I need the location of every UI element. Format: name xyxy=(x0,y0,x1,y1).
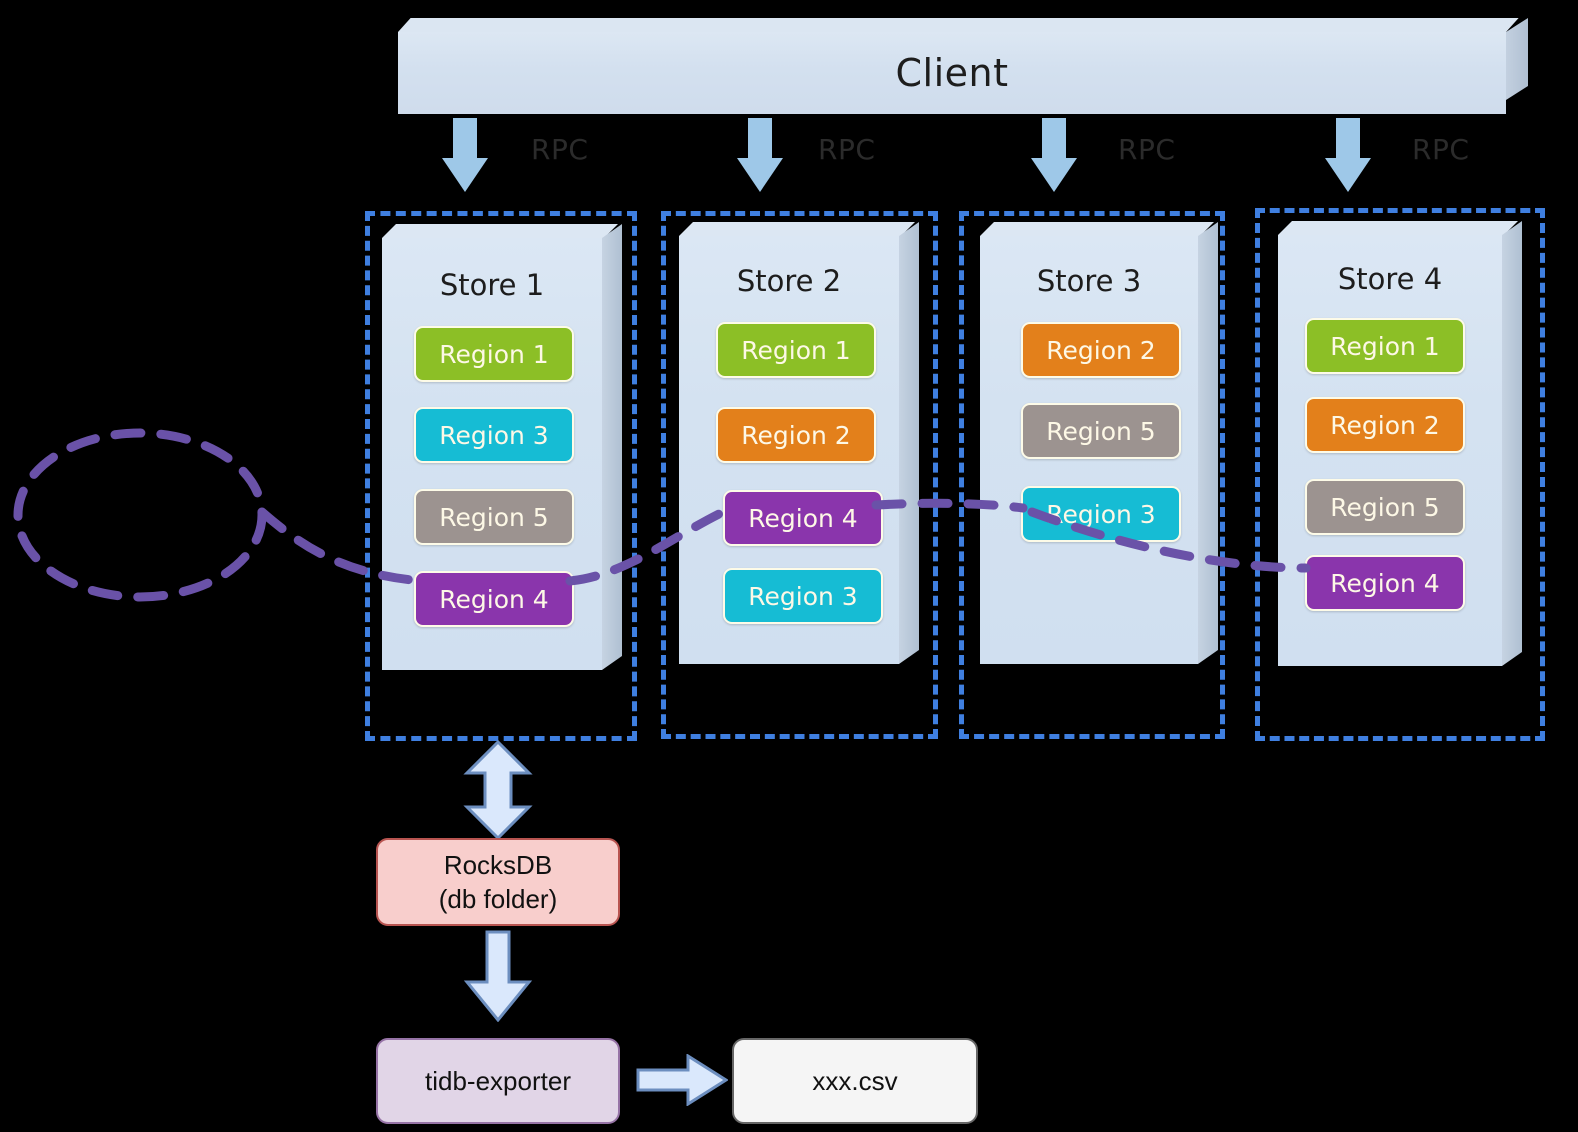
region-chip[interactable]: Region 1 xyxy=(1305,318,1465,374)
region-label: Region 3 xyxy=(1046,499,1156,529)
region-chip[interactable]: Region 2 xyxy=(1021,322,1181,378)
store-title-2: Store 2 xyxy=(736,264,842,298)
region-chip[interactable]: Region 3 xyxy=(414,407,574,463)
store-selection-3[interactable] xyxy=(959,211,1225,739)
region-label: Region 3 xyxy=(439,420,549,450)
region-label: Region 5 xyxy=(439,502,549,532)
region-chip[interactable]: Region 1 xyxy=(414,326,574,382)
store-side-face xyxy=(899,222,919,664)
csv-output-label: xxx.csv xyxy=(812,1065,898,1096)
client-side-face xyxy=(1506,18,1528,100)
rocksdb-label-line1: RocksDB xyxy=(443,849,553,880)
store-top-face xyxy=(1278,221,1518,235)
region-label: Region 4 xyxy=(748,503,858,533)
region-label: Region 2 xyxy=(1046,335,1156,365)
store-side-face xyxy=(1198,222,1218,664)
region-label: Region 1 xyxy=(439,339,549,369)
rpc-arrow-1 xyxy=(442,118,488,192)
region-label: Region 3 xyxy=(748,581,858,611)
arrow-shaft xyxy=(453,118,477,162)
region-label: Region 5 xyxy=(1046,416,1156,446)
client-label: Client xyxy=(895,51,1009,95)
region-chip[interactable]: Region 2 xyxy=(1305,397,1465,453)
region-chip[interactable]: Region 1 xyxy=(716,322,876,378)
store-selection-4[interactable] xyxy=(1255,208,1545,741)
rpc-label-2: RPC xyxy=(818,133,876,166)
arrow-head xyxy=(1325,158,1371,192)
store-top-face xyxy=(382,224,618,238)
region-chip[interactable]: Region 5 xyxy=(1021,403,1181,459)
raft-group-ellipse xyxy=(13,428,267,602)
store-front-face: Store 2 Region 1 Region 2 Region 4 Regio… xyxy=(679,236,899,664)
arrow-shaft xyxy=(1336,118,1360,162)
client-front-face: Client xyxy=(398,32,1506,114)
region-chip[interactable]: Region 5 xyxy=(1305,479,1465,535)
region-label: Region 1 xyxy=(741,335,851,365)
store-front-face: Store 3 Region 2 Region 5 Region 3 xyxy=(980,236,1198,664)
store-4[interactable]: Store 4 Region 1 Region 2 Region 5 Regio… xyxy=(1278,221,1522,666)
tidb-exporter-node[interactable]: tidb-exporter xyxy=(376,1038,620,1124)
region-label: Region 2 xyxy=(1330,410,1440,440)
store-side-face xyxy=(602,224,622,670)
region-label: Region 5 xyxy=(1330,492,1440,522)
client-top-face xyxy=(398,18,1519,32)
client-node: Client xyxy=(398,18,1528,114)
rpc-arrow-2 xyxy=(737,118,783,192)
region-chip[interactable]: Region 3 xyxy=(1021,486,1181,542)
rocksdb-label-line2: (db folder) xyxy=(438,884,558,914)
right-arrow-icon xyxy=(636,1054,728,1106)
rpc-label-1: RPC xyxy=(531,133,589,166)
arrow-shaft xyxy=(748,118,772,162)
rpc-arrow-4 xyxy=(1325,118,1371,192)
csv-output-node[interactable]: xxx.csv xyxy=(732,1038,978,1124)
store-top-face xyxy=(980,222,1214,236)
store-selection-1[interactable] xyxy=(365,211,637,741)
region-label: Region 1 xyxy=(1330,331,1440,361)
rpc-label-3: RPC xyxy=(1118,133,1176,166)
store-2[interactable]: Store 2 Region 1 Region 2 Region 4 Regio… xyxy=(679,222,919,664)
store-front-face: Store 1 Region 1 Region 3 Region 5 Regio… xyxy=(382,238,602,670)
arrow-head xyxy=(737,158,783,192)
rocksdb-node[interactable]: RocksDB (db folder) xyxy=(376,838,620,926)
store-title-4: Store 4 xyxy=(1337,262,1443,296)
down-arrow-icon xyxy=(463,930,533,1022)
region-label: Region 2 xyxy=(741,420,851,450)
arrow-shaft xyxy=(1042,118,1066,162)
region-label: Region 4 xyxy=(1330,568,1440,598)
tidb-exporter-label: tidb-exporter xyxy=(425,1065,571,1096)
region-label: Region 4 xyxy=(439,584,549,614)
region-chip[interactable]: Region 5 xyxy=(414,489,574,545)
bidirectional-arrow-icon xyxy=(463,740,533,840)
arrow-head xyxy=(442,158,488,192)
rpc-arrow-3 xyxy=(1031,118,1077,192)
rpc-label-4: RPC xyxy=(1412,133,1470,166)
region-chip[interactable]: Region 2 xyxy=(716,407,876,463)
region-chip[interactable]: Region 3 xyxy=(723,568,883,624)
region-chip[interactable]: Region 4 xyxy=(723,490,883,546)
arrow-head xyxy=(1031,158,1077,192)
store-side-face xyxy=(1502,221,1522,666)
store-3[interactable]: Store 3 Region 2 Region 5 Region 3 xyxy=(980,222,1218,664)
store-title-3: Store 3 xyxy=(1036,264,1142,298)
region-chip[interactable]: Region 4 xyxy=(1305,555,1465,611)
store-selection-2[interactable] xyxy=(661,211,938,739)
region-chip[interactable]: Region 4 xyxy=(414,571,574,627)
store-top-face xyxy=(679,222,915,236)
store-1[interactable]: Store 1 Region 1 Region 3 Region 5 Regio… xyxy=(382,224,622,670)
store-title-1: Store 1 xyxy=(439,268,545,302)
store-front-face: Store 4 Region 1 Region 2 Region 5 Regio… xyxy=(1278,235,1502,666)
